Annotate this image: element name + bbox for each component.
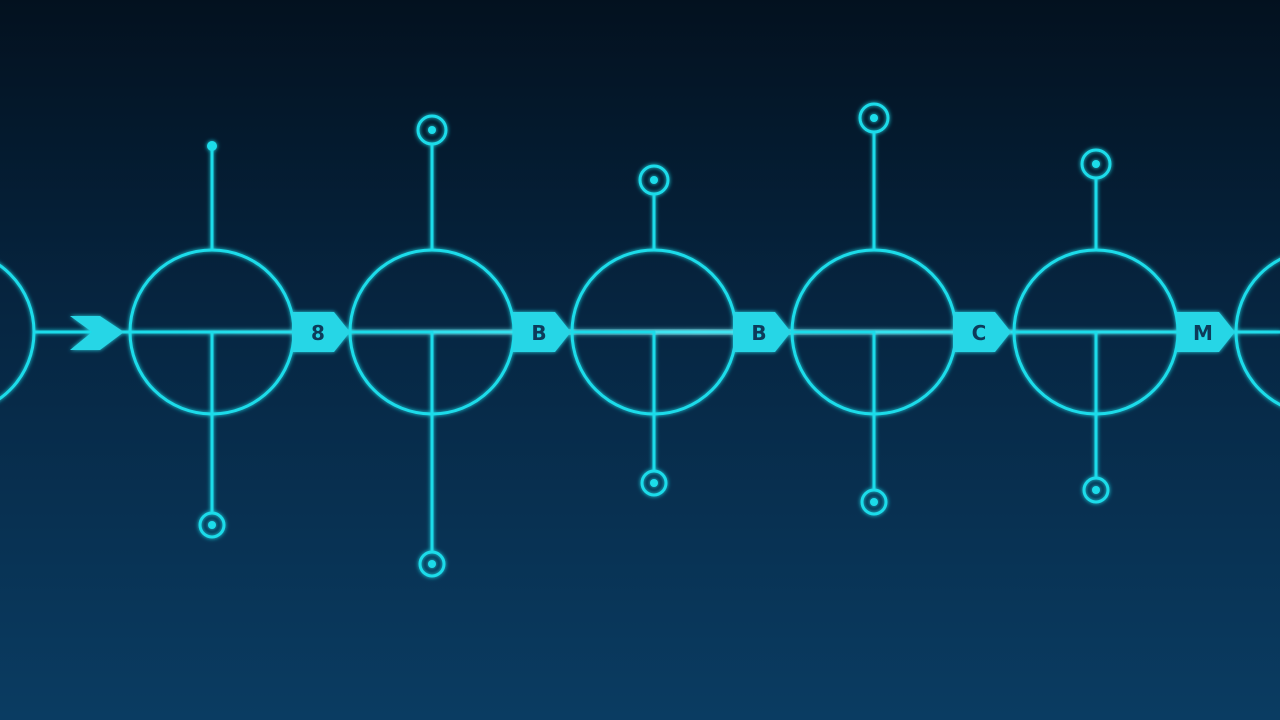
node-3-bottom-terminal-ring [640,469,668,497]
node-4-top-terminal-ring [858,102,890,134]
wire-glow [120,329,1280,335]
node-4-bottom-terminal-dot [870,498,878,506]
node-2-bottom-terminal-dot [428,560,436,568]
node-3-bottom-terminal-dot [650,479,658,487]
node-4-top-terminal-dot [870,114,878,122]
tag-2-label: B [531,321,546,345]
tag-1 [292,312,350,352]
node-5-bottom-terminal-ring [1082,476,1110,504]
tag-5 [1177,312,1235,352]
tag-2 [513,312,571,352]
node-3-top-terminal-dot [650,176,658,184]
node-3-top-terminal-ring [638,164,670,196]
tag-3-label: B [751,321,766,345]
tag-4 [953,312,1011,352]
node-1-bottom-terminal-ring [198,511,226,539]
node-5-bottom-terminal-dot [1092,486,1100,494]
tag-5-label: M [1193,321,1213,345]
tag-1-label: 8 [311,321,325,345]
arrow-chevron-icon [70,316,124,350]
tag-3 [733,312,791,352]
node-5-top-terminal-ring [1080,148,1112,180]
tag-4-label: C [972,321,987,345]
node-1-bottom-terminal-dot [208,521,216,529]
edge-node-left [0,263,36,401]
node-2-top-terminal-ring [416,114,448,146]
node-5-top-terminal-dot [1092,160,1100,168]
node-2-top-terminal-dot [428,126,436,134]
node-4-bottom-terminal-ring [860,488,888,516]
node-2-bottom-terminal-ring [418,550,446,578]
node-1-top-terminal-dot [207,141,217,151]
